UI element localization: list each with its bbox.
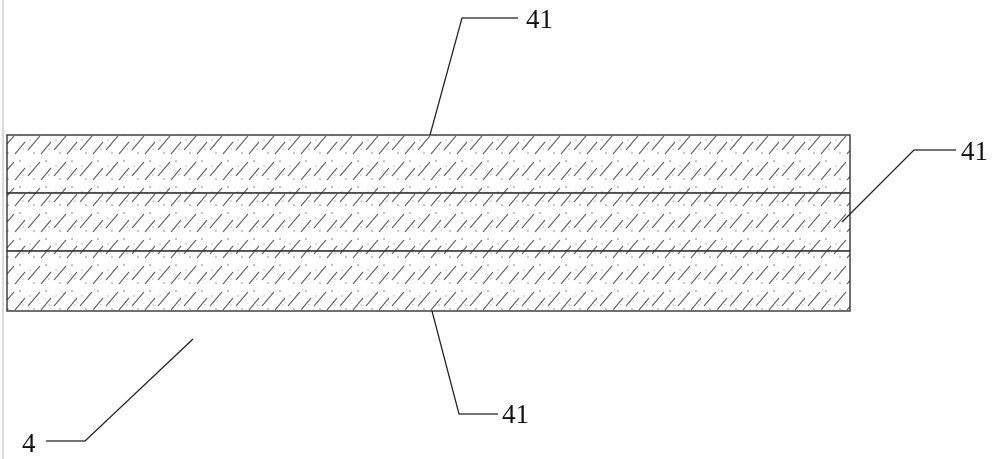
top-layer [7,135,850,193]
top-callout-leader [430,18,518,135]
bottom-callout-label: 41 [502,399,529,429]
assembly-callout-leader [46,339,193,441]
right-callout-leader [842,150,956,222]
top-callout-label: 41 [526,4,553,34]
right-callout-label: 41 [961,136,988,166]
middle-layer [7,193,850,251]
bottom-callout-leader [432,311,498,414]
assembly-callout-label: 4 [22,428,36,458]
bottom-layer [7,251,850,311]
